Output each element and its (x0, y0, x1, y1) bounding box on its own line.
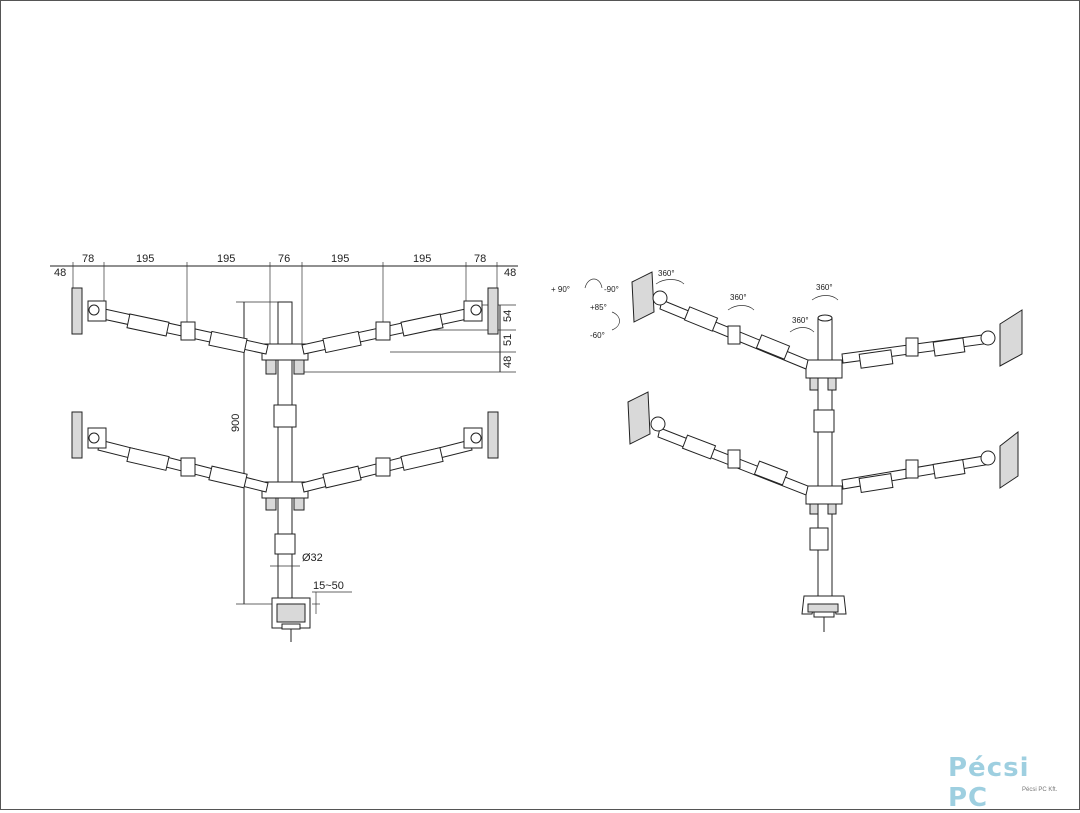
dim-height-48: 48 (502, 356, 514, 368)
upper-left-arm-perspective (631, 271, 809, 370)
dim-pole-diameter: Ø32 (302, 552, 323, 564)
vesa-plate-upper-left-perspective (631, 271, 655, 323)
front-view: 48 78 195 195 76 195 195 78 48 54 51 48 … (50, 253, 518, 642)
pole-collar-upper (273, 404, 297, 428)
desk-clamp-perspective (801, 595, 847, 632)
swivel-arrow-icon (811, 295, 839, 301)
dim-left-bracket: 78 (82, 253, 94, 265)
dim-left-outer: 48 (54, 267, 66, 279)
swivel-arrow-icon (727, 305, 755, 311)
rot-tilt-down: -90° (604, 285, 619, 294)
dim-left-arm-inner: 195 (217, 253, 235, 265)
pole-collar-lower (274, 533, 296, 555)
dim-right-arm-inner: 195 (331, 253, 349, 265)
rot-arrow-tilt-icon (584, 278, 603, 289)
upper-right-arm (301, 287, 499, 355)
dim-center: 76 (278, 253, 290, 265)
company-logo: Pécsi PC Pécsi PC Kft. (948, 753, 1068, 813)
dim-right-bracket: 78 (474, 253, 486, 265)
vesa-plate-lower-left-perspective (627, 391, 651, 445)
perspective-view: + 90° -90° +85° -60° 360° 360° 360° 360° (551, 269, 1023, 632)
upper-right-arm-perspective (841, 309, 1023, 369)
rot-swivel-pole: 360° (816, 283, 833, 292)
lower-right-arm-perspective (841, 430, 1019, 493)
rot-arrow-pitch-icon (611, 311, 620, 331)
vesa-plate-upper-right-perspective (999, 309, 1023, 367)
lower-left-arm-perspective (627, 391, 809, 496)
lower-hub (261, 481, 309, 499)
dim-right-arm-outer: 195 (413, 253, 431, 265)
rot-tilt-up: + 90° (551, 285, 570, 294)
dim-left-arm-outer: 195 (136, 253, 154, 265)
dim-right-outer: 48 (504, 267, 516, 279)
rot-swivel-head: 360° (658, 269, 675, 278)
swivel-arrow-icon (789, 327, 815, 333)
dim-height-51: 51 (502, 334, 514, 346)
lower-left-arm (71, 411, 269, 493)
rot-pitch-down: -60° (590, 331, 605, 340)
lower-right-arm (301, 411, 499, 493)
dim-height-54: 54 (502, 310, 514, 322)
logo-brand: Pécsi PC (948, 753, 1030, 813)
vesa-plate-lower-left (71, 411, 83, 459)
desk-clamp (271, 597, 311, 642)
vesa-plate-lower-right (487, 411, 499, 459)
vesa-plate-upper-left (71, 287, 83, 335)
upper-left-arm (71, 287, 269, 355)
rot-swivel-arm-inner: 360° (792, 316, 809, 325)
dim-clamp-range: 15~50 (313, 580, 344, 592)
vesa-plate-lower-right-perspective (999, 430, 1019, 489)
rot-pitch-up: +85° (590, 303, 607, 312)
dim-pole-height: 900 (230, 414, 242, 432)
vesa-plate-upper-right (487, 287, 499, 335)
swivel-arrow-icon (655, 279, 685, 285)
upper-hub (261, 343, 309, 361)
rot-swivel-arm-outer: 360° (730, 293, 747, 302)
logo-company: Pécsi PC Kft. (1022, 787, 1058, 793)
